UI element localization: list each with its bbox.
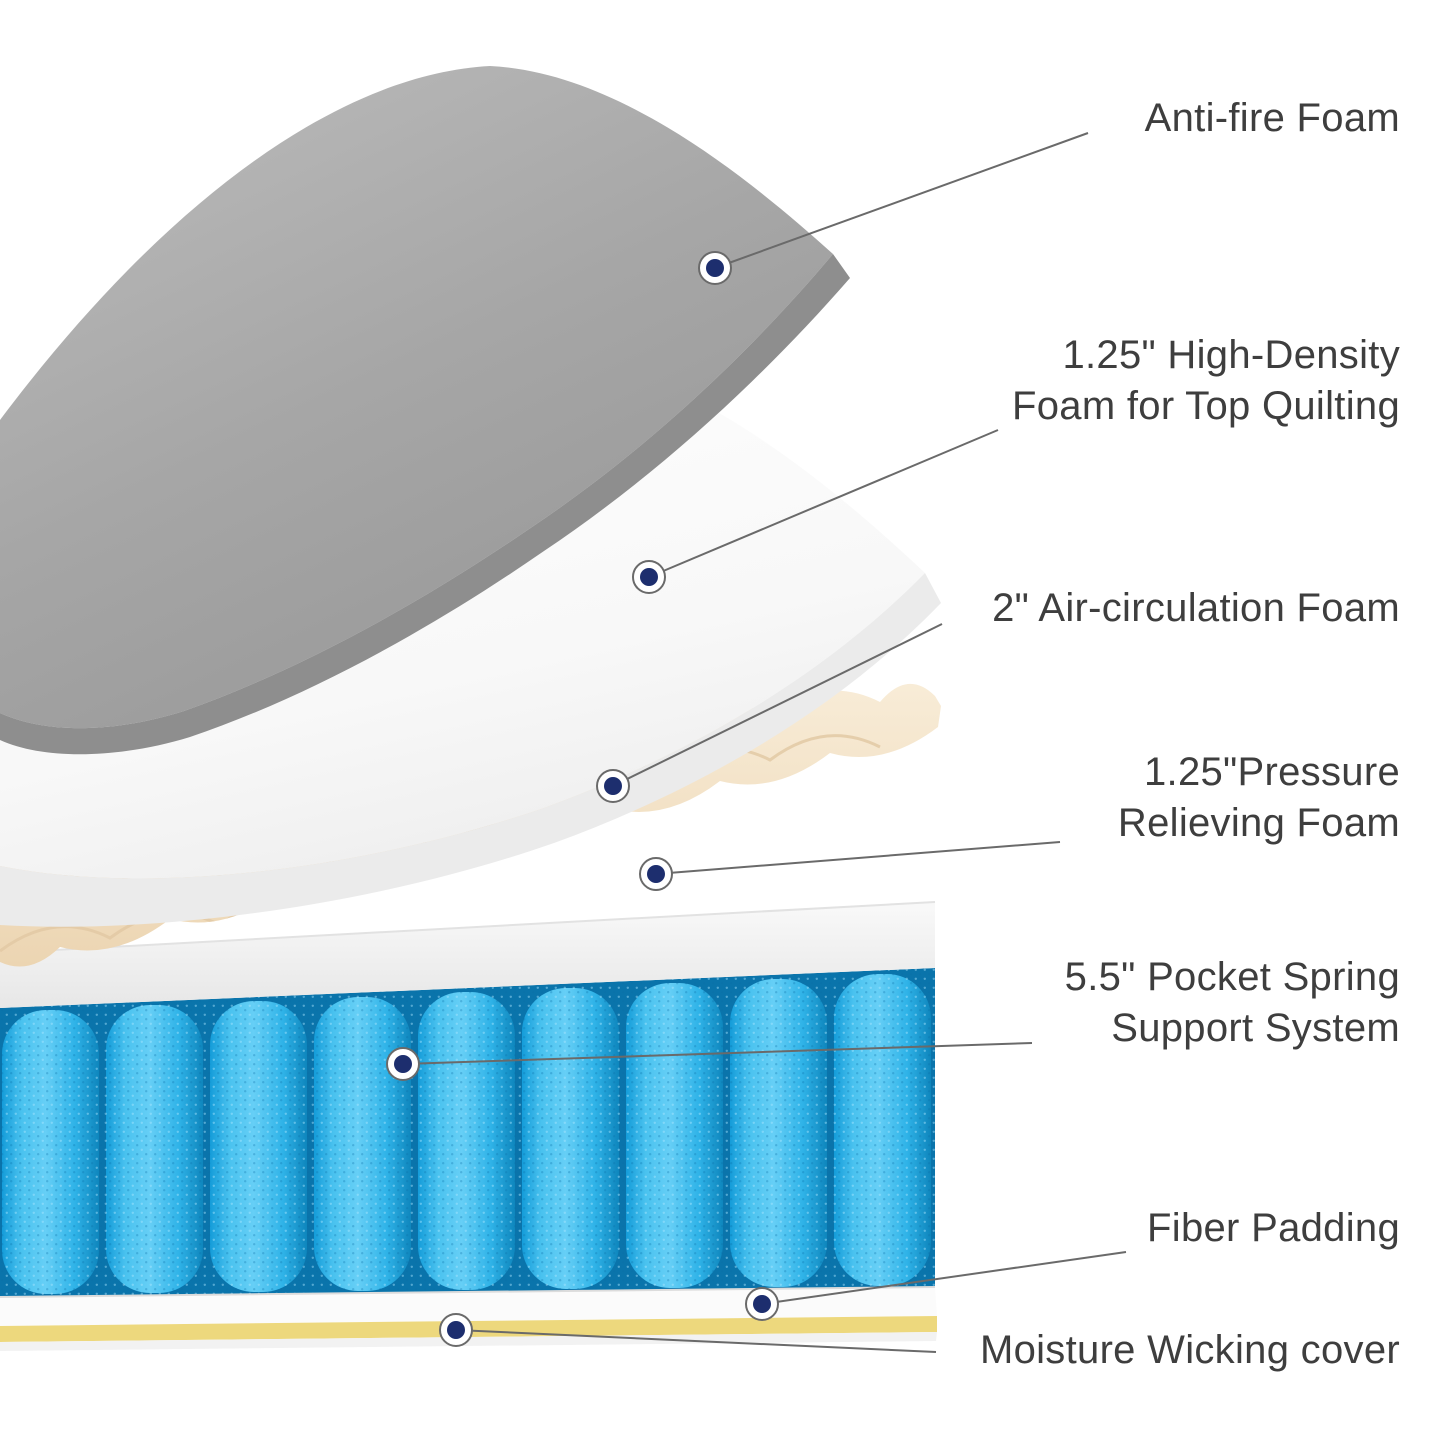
leader-line-moisture-cover <box>455 1329 937 1353</box>
fiber-padding-edge <box>0 1286 936 1298</box>
leader-line-pocket-spring <box>402 1042 1033 1065</box>
gray-sheet-face <box>0 66 833 729</box>
leader-lines <box>402 132 1127 1353</box>
label-moisture-wicking-cover: Moisture Wicking cover <box>980 1325 1400 1376</box>
pressure-foam-edge <box>0 901 936 954</box>
label-anti-fire-foam: Anti-fire Foam <box>1145 93 1400 144</box>
leader-line-high-density <box>648 429 999 578</box>
label-line: Fiber Padding <box>1147 1206 1400 1250</box>
marker-dot-icon <box>706 259 724 277</box>
marker-pressure <box>639 857 673 891</box>
label-line: 2" Air-circulation Foam <box>992 586 1400 630</box>
fiber-padding-strip <box>0 1287 937 1326</box>
label-line: Support System <box>1111 1005 1400 1050</box>
label-line: 1.25" High-Density <box>1062 333 1400 377</box>
marker-dot-icon <box>640 568 658 586</box>
spring-columns <box>0 968 935 1297</box>
white-sheet-edge <box>0 573 941 927</box>
label-pressure-relieving-foam: 1.25"Pressure Relieving Foam <box>1118 747 1400 849</box>
label-pocket-spring-system: 5.5" Pocket Spring Support System <box>1065 952 1400 1054</box>
marker-air-circulation <box>596 769 630 803</box>
marker-anti-fire <box>698 251 732 285</box>
label-line: 5.5" Pocket Spring <box>1064 955 1400 999</box>
marker-moisture-cover <box>439 1313 473 1347</box>
label-air-circulation-foam: 2" Air-circulation Foam <box>992 583 1400 634</box>
pressure-foam-front-face <box>0 902 935 1008</box>
marker-dot-icon <box>647 865 665 883</box>
label-line: 1.25"Pressure <box>1143 750 1400 794</box>
pressure-foam-top-face <box>0 853 943 953</box>
layer-fiber-padding <box>0 1286 937 1326</box>
spring-mesh-texture <box>0 968 935 1297</box>
marker-dot-icon <box>604 777 622 795</box>
label-line: Foam for Top Quilting <box>1012 383 1400 428</box>
label-line: Anti-fire Foam <box>1144 96 1400 140</box>
label-line: Relieving Foam <box>1117 800 1400 845</box>
marker-dot-icon <box>753 1295 771 1313</box>
leader-line-fiber-padding <box>761 1251 1127 1305</box>
marker-dot-icon <box>394 1055 412 1073</box>
layer-pocket-springs <box>0 968 935 1297</box>
leader-line-air-circulation <box>612 623 943 787</box>
marker-pocket-spring <box>386 1047 420 1081</box>
marker-dot-icon <box>447 1321 465 1339</box>
leader-line-pressure <box>655 841 1061 875</box>
leader-line-anti-fire <box>714 132 1089 269</box>
label-high-density-foam: 1.25" High-Density Foam for Top Quilting <box>1012 330 1400 432</box>
layer-anti-fire-foam <box>0 66 850 755</box>
layer-pressure-foam <box>0 853 943 1008</box>
label-line: Moisture Wicking cover <box>979 1328 1400 1372</box>
marker-dots <box>386 251 779 1347</box>
label-fiber-padding: Fiber Padding <box>1147 1203 1400 1254</box>
marker-high-density <box>632 560 666 594</box>
marker-fiber-padding <box>745 1287 779 1321</box>
